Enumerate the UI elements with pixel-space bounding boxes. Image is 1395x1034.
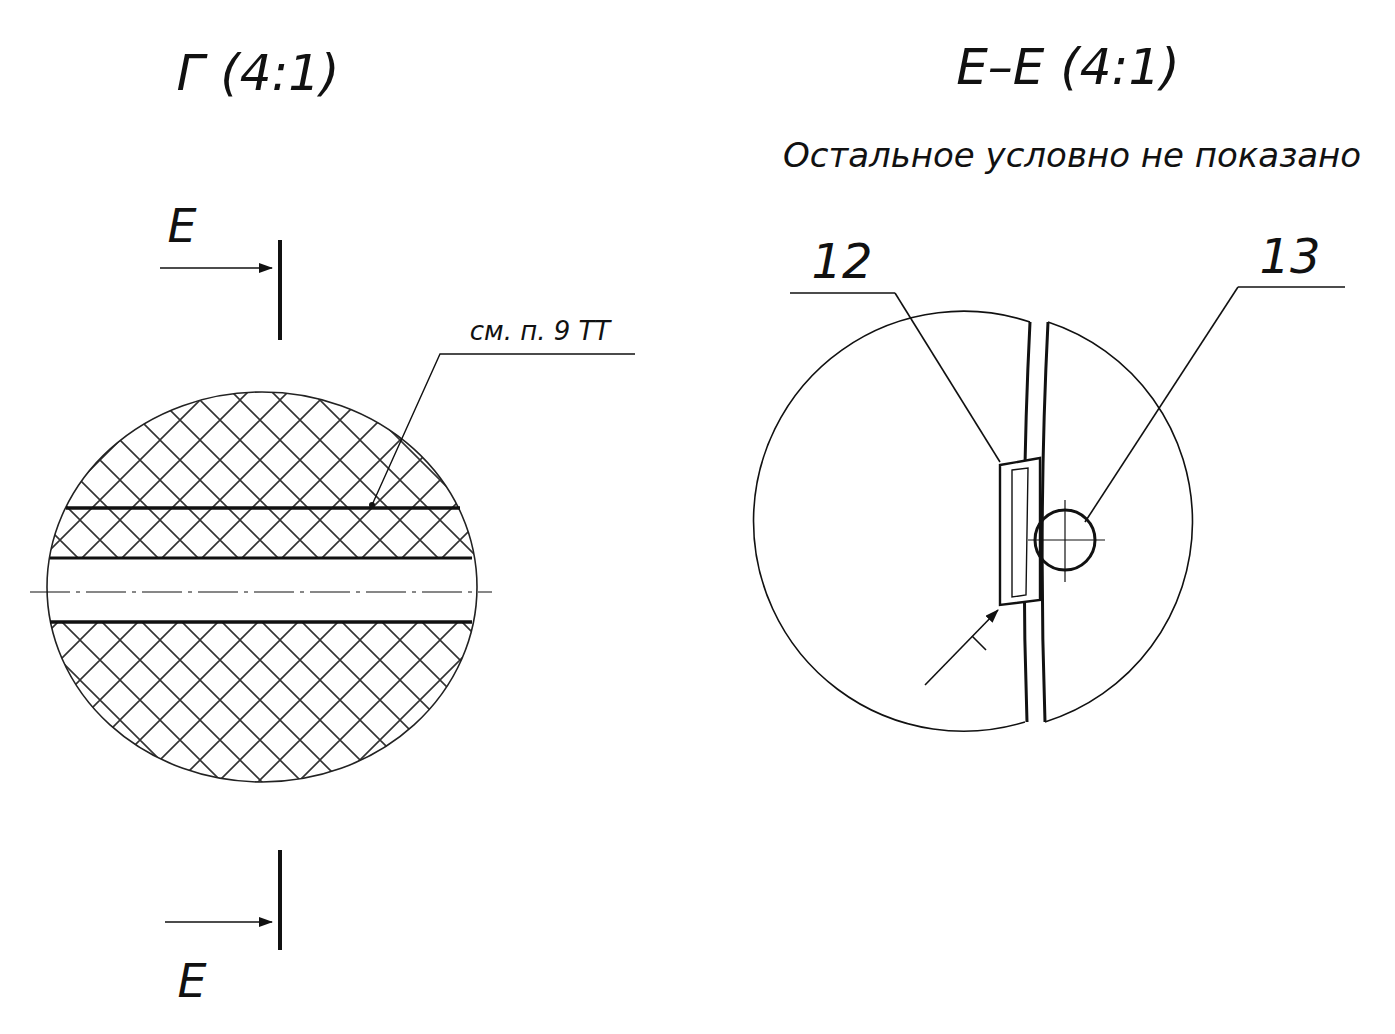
view-title: Е–Е (4:1) — [954, 42, 1182, 92]
section-letter: Е — [165, 203, 198, 249]
section-view — [754, 287, 1345, 731]
section-letter: Е — [175, 958, 208, 1004]
callout-number: 12 — [809, 237, 874, 285]
detail-outline — [47, 392, 477, 782]
view-title: Г (4:1) — [174, 48, 341, 98]
callout-number: 13 — [1257, 232, 1322, 280]
view-note: Остальное условно не показано — [781, 138, 1363, 172]
note-leader — [369, 354, 635, 508]
layer-lines — [30, 508, 492, 622]
detail-view — [40, 380, 490, 792]
section-mark — [160, 240, 280, 950]
note-reference: см. п. 9 ТТ — [468, 318, 613, 344]
